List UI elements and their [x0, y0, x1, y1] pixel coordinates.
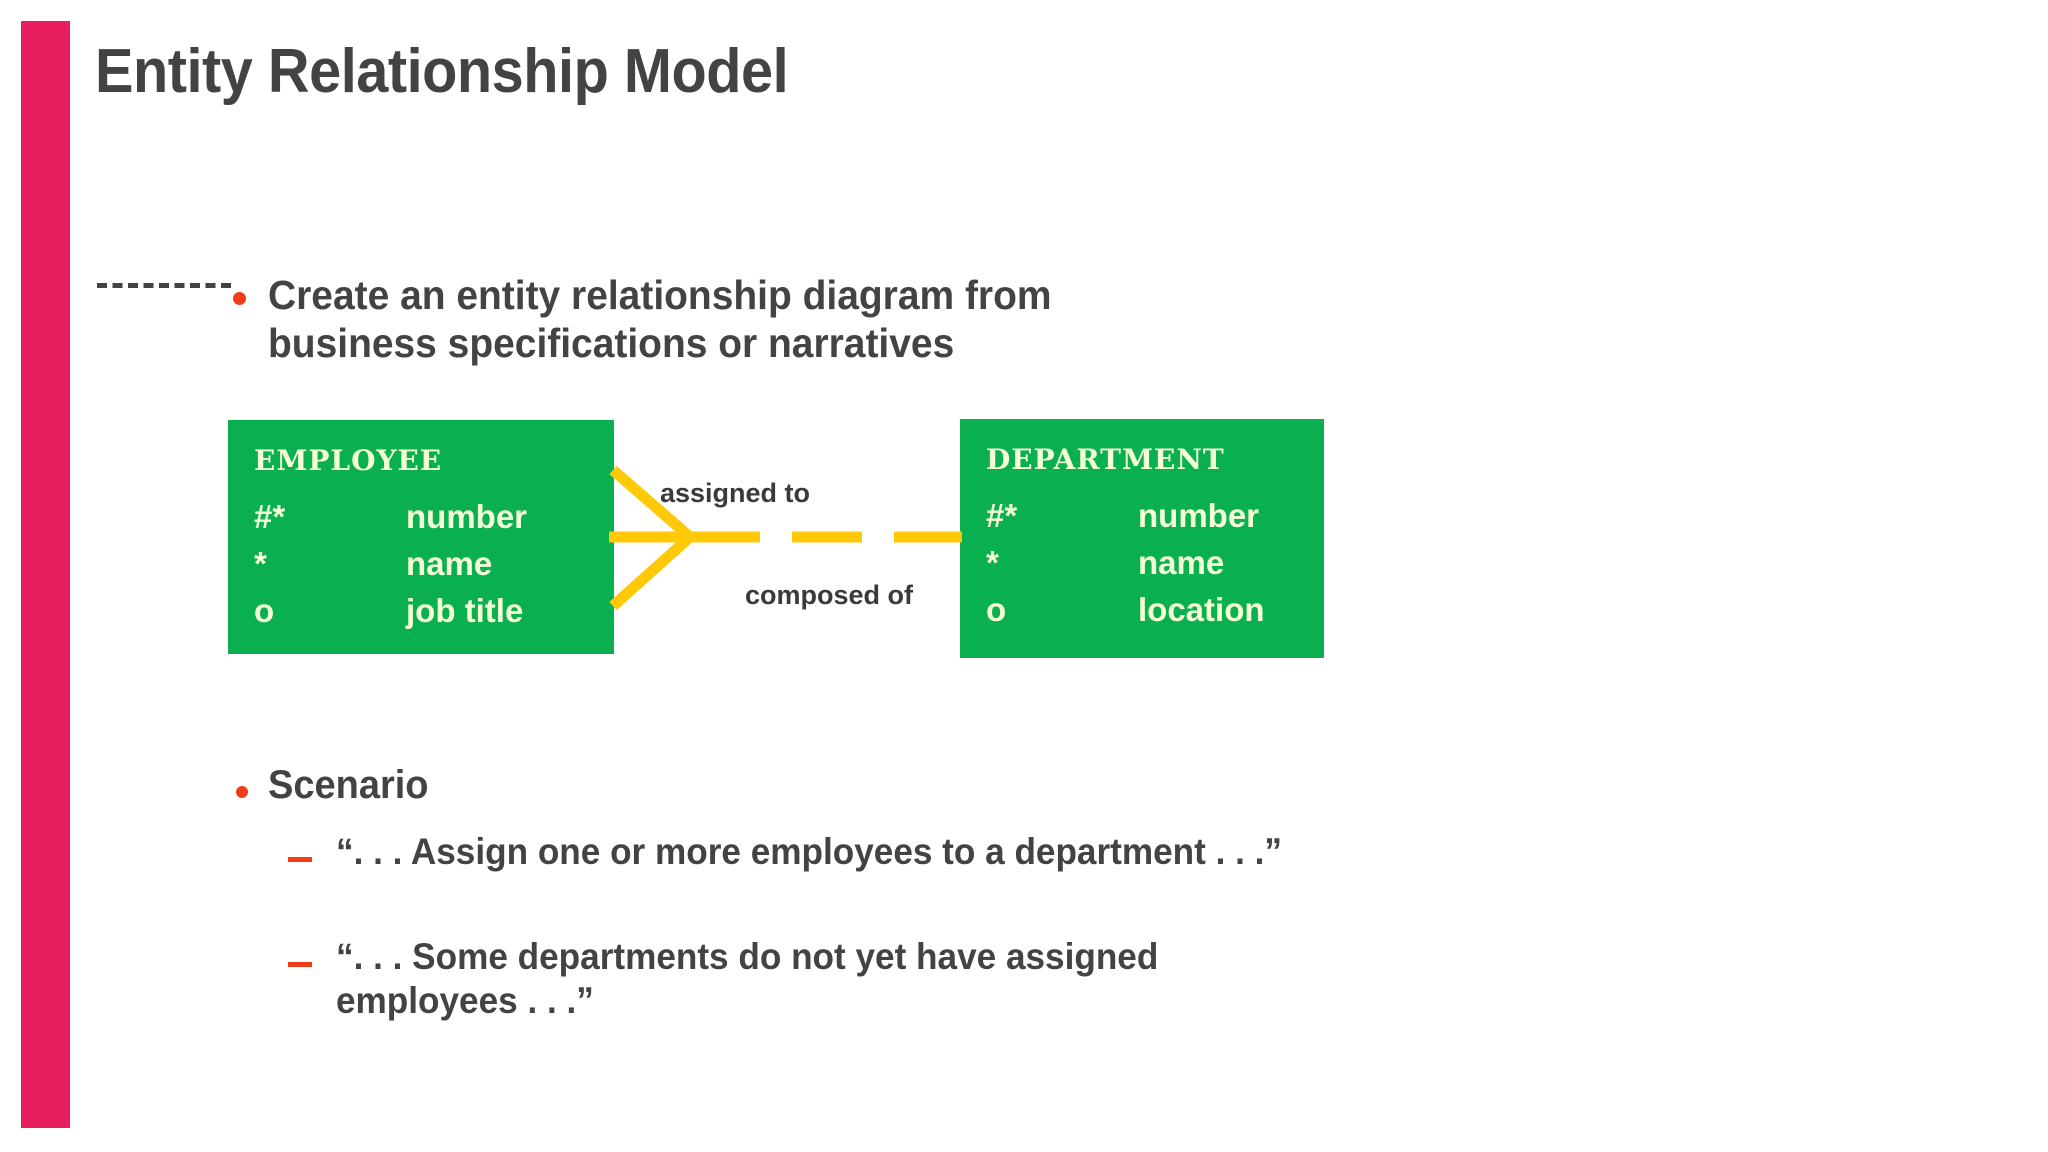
sub-bullet-unassigned-departments: “. . . Some departments do not yet have …	[336, 936, 1159, 1021]
entity-attribute-row: o job title	[254, 592, 640, 630]
entity-title-department: DEPARTMENT	[986, 443, 1225, 476]
entity-box-employee[interactable]: EMPLOYEE #* number * name o job title	[228, 420, 614, 654]
entity-attribute-row: #* number	[986, 497, 1350, 535]
attribute-marker: *	[986, 544, 999, 581]
leader-dash-line	[97, 283, 231, 288]
attribute-name: number	[406, 498, 528, 535]
attribute-marker: *	[254, 545, 267, 582]
bullet-dot-icon	[236, 786, 248, 798]
accent-bar	[21, 21, 70, 1128]
bullet-item-create-erd: Create an entity relationship diagram fr…	[268, 272, 1052, 367]
bullet-item-scenario: Scenario	[268, 763, 429, 807]
attribute-name: name	[406, 545, 493, 582]
attribute-name: location	[1138, 591, 1265, 628]
attribute-marker: o	[986, 591, 1007, 628]
relationship-label-assigned-to: assigned to	[660, 478, 811, 508]
bullet-dot-icon	[233, 292, 246, 305]
entity-title-employee: EMPLOYEE	[254, 444, 443, 477]
attribute-marker: #*	[254, 498, 286, 535]
sub-bullet-assign-employees: “. . . Assign one or more employees to a…	[336, 831, 1283, 872]
attribute-name: number	[1138, 497, 1260, 534]
page-title: Entity Relationship Model	[95, 37, 789, 106]
entity-attribute-row: o location	[986, 591, 1350, 629]
entity-attribute-row: * name	[254, 545, 640, 583]
entity-attribute-row: * name	[986, 544, 1350, 582]
entity-box-department[interactable]: DEPARTMENT #* number * name o location	[960, 419, 1324, 658]
sub-bullet-dash-icon	[288, 857, 312, 862]
attribute-name: name	[1138, 544, 1225, 581]
entity-attribute-row: #* number	[254, 498, 640, 536]
attribute-marker: o	[254, 592, 275, 629]
attribute-name: job title	[406, 592, 524, 629]
relationship-label-composed-of: composed of	[745, 580, 914, 610]
sub-bullet-dash-icon	[288, 962, 312, 967]
attribute-marker: #*	[986, 497, 1018, 534]
